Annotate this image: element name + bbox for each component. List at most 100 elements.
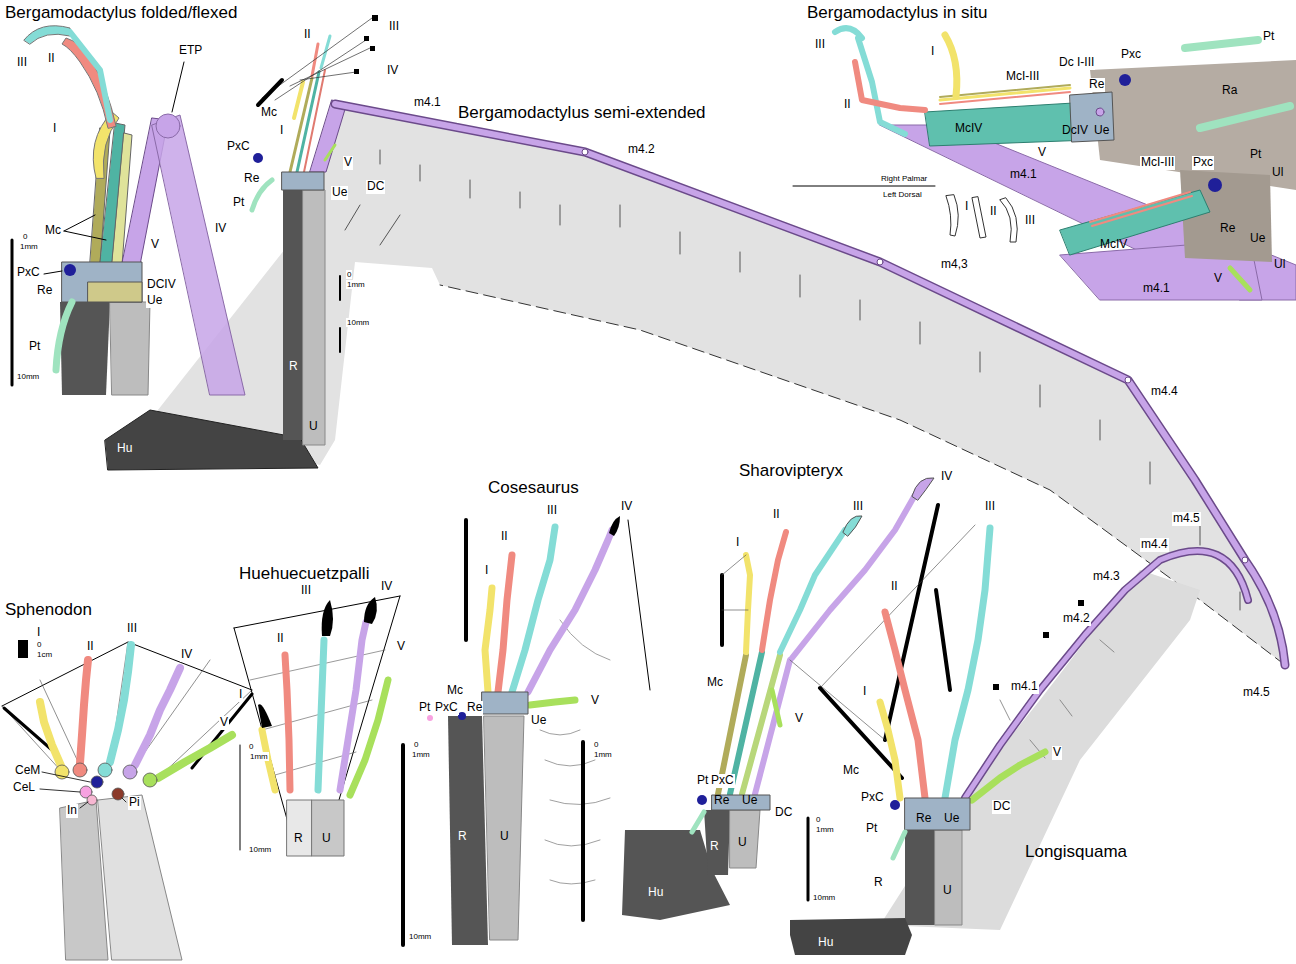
scale-label: Left Dorsal bbox=[882, 190, 923, 199]
bone-label: V bbox=[396, 640, 406, 654]
bone-label: I bbox=[930, 45, 935, 59]
bone-label: Pt bbox=[28, 340, 41, 354]
bone-label: U bbox=[738, 836, 747, 850]
bone-label: McI-III bbox=[1140, 156, 1175, 170]
bone-label: R bbox=[289, 360, 298, 374]
bone-label: DC bbox=[992, 800, 1011, 814]
huehuecuetzpalli-hand bbox=[234, 596, 400, 856]
scale-label: 10mm bbox=[16, 372, 40, 381]
bone-label: I bbox=[735, 536, 740, 550]
bone-label: m4.5 bbox=[1242, 686, 1271, 700]
bone-label: m4,3 bbox=[940, 258, 969, 272]
scale-label: 0 bbox=[346, 270, 352, 279]
bone-label: R bbox=[710, 840, 719, 854]
bone-label: Mc bbox=[842, 764, 860, 778]
bone-label: I bbox=[964, 200, 969, 214]
panel-title: Bergamodactylus semi-extended bbox=[457, 103, 707, 123]
bone-label: Pt bbox=[1250, 148, 1261, 162]
scale-label: 1mm bbox=[815, 825, 835, 834]
panel-title: Longisquama bbox=[1025, 842, 1127, 862]
bone-label: McIV bbox=[1100, 238, 1127, 252]
bone-label: I bbox=[279, 124, 284, 138]
sphenodon-hand bbox=[2, 640, 252, 960]
bone-label: Re bbox=[36, 284, 53, 298]
bone-label: V bbox=[1052, 746, 1062, 760]
bone-label: Pt bbox=[418, 701, 431, 715]
bone-label: U bbox=[309, 420, 318, 434]
bone-label: V bbox=[1038, 146, 1046, 160]
scale-label: 1mm bbox=[249, 752, 269, 761]
bone-label: II bbox=[890, 580, 899, 594]
bone-label: II bbox=[47, 52, 56, 66]
bone-label: I bbox=[36, 626, 41, 640]
bone-label: Pt bbox=[865, 822, 878, 836]
bone-label: II bbox=[843, 98, 852, 112]
bone-label: Pxc bbox=[1120, 48, 1142, 62]
bone-label: I bbox=[484, 564, 489, 578]
bone-label: Pxc bbox=[1192, 156, 1214, 170]
bone-label: Mc bbox=[44, 224, 62, 238]
bone-label: m4.4 bbox=[1150, 385, 1179, 399]
bone-label: II bbox=[772, 508, 781, 522]
bone-label: IV bbox=[620, 500, 633, 514]
bone-label: V bbox=[590, 694, 600, 708]
panel-title: Cosesaurus bbox=[487, 478, 580, 498]
bone-label: CeM bbox=[14, 764, 41, 778]
bone-label: PxC bbox=[16, 266, 41, 280]
bone-label: R bbox=[294, 832, 303, 846]
bone-label: ETP bbox=[178, 44, 203, 58]
scale-label: 1mm bbox=[19, 242, 39, 251]
semi-extended-skeleton bbox=[105, 15, 1285, 665]
scale-label: 0 bbox=[413, 740, 419, 749]
bone-label: PxC bbox=[434, 701, 459, 715]
bone-label: m4.1 bbox=[413, 96, 442, 110]
scale-label: 1cm bbox=[36, 650, 53, 659]
scale-label: 1mm bbox=[346, 280, 366, 289]
scale-label: 10mm bbox=[408, 932, 432, 941]
wing-membrane bbox=[150, 105, 1285, 665]
bone-label: IV bbox=[380, 580, 393, 594]
bone-label: V bbox=[1214, 272, 1222, 286]
bone-label: V bbox=[150, 238, 160, 252]
bone-label: Pt bbox=[232, 196, 245, 210]
bone-label: III bbox=[388, 20, 400, 34]
bone-label: II bbox=[500, 530, 509, 544]
bone-label: Re bbox=[243, 172, 260, 186]
bone-label: DCIV bbox=[146, 278, 177, 292]
bone-label: Ul bbox=[1274, 258, 1285, 272]
bone-label: III bbox=[300, 584, 312, 598]
bone-label: V bbox=[794, 712, 804, 726]
scale-label: 10mm bbox=[346, 318, 370, 327]
bone-label: Re bbox=[1220, 222, 1235, 236]
bone-label: m4.2 bbox=[1062, 612, 1091, 626]
bone-label: m4.1 bbox=[1010, 168, 1037, 182]
bone-label: m4.1 bbox=[1143, 282, 1170, 296]
bone-label: m4.3 bbox=[1092, 570, 1121, 584]
scale-label: 0 bbox=[36, 640, 42, 649]
bone-label: Pt bbox=[696, 774, 709, 788]
bone-label: In bbox=[66, 804, 78, 818]
bone-label: Ue bbox=[1250, 232, 1265, 246]
bone-label: Ue bbox=[1094, 124, 1109, 138]
panel-title: Bergamodactylus folded/flexed bbox=[4, 3, 238, 23]
bone-label: Re bbox=[916, 812, 931, 826]
bone-label: Re bbox=[466, 701, 483, 715]
scale-label: 0 bbox=[22, 232, 28, 241]
bone-label: II bbox=[303, 28, 312, 42]
bone-label: McIV bbox=[955, 122, 982, 136]
bone-label: Hu bbox=[648, 886, 663, 900]
bone-label: Pi bbox=[128, 796, 141, 810]
bone-label: III bbox=[546, 504, 558, 518]
bone-label: Mc bbox=[260, 106, 278, 120]
in-situ-fossil bbox=[793, 28, 1296, 300]
bone-label: Mc bbox=[446, 684, 464, 698]
scale-label: 10mm bbox=[812, 893, 836, 902]
bone-label: R bbox=[458, 830, 467, 844]
cosesaurus-hand bbox=[403, 516, 650, 945]
bone-label: V bbox=[219, 716, 229, 730]
bone-label: II bbox=[989, 205, 998, 219]
bone-label: I bbox=[238, 688, 243, 702]
bone-label: Hu bbox=[117, 442, 132, 456]
bone-label: Ue bbox=[530, 714, 547, 728]
bone-label: I bbox=[52, 122, 57, 136]
